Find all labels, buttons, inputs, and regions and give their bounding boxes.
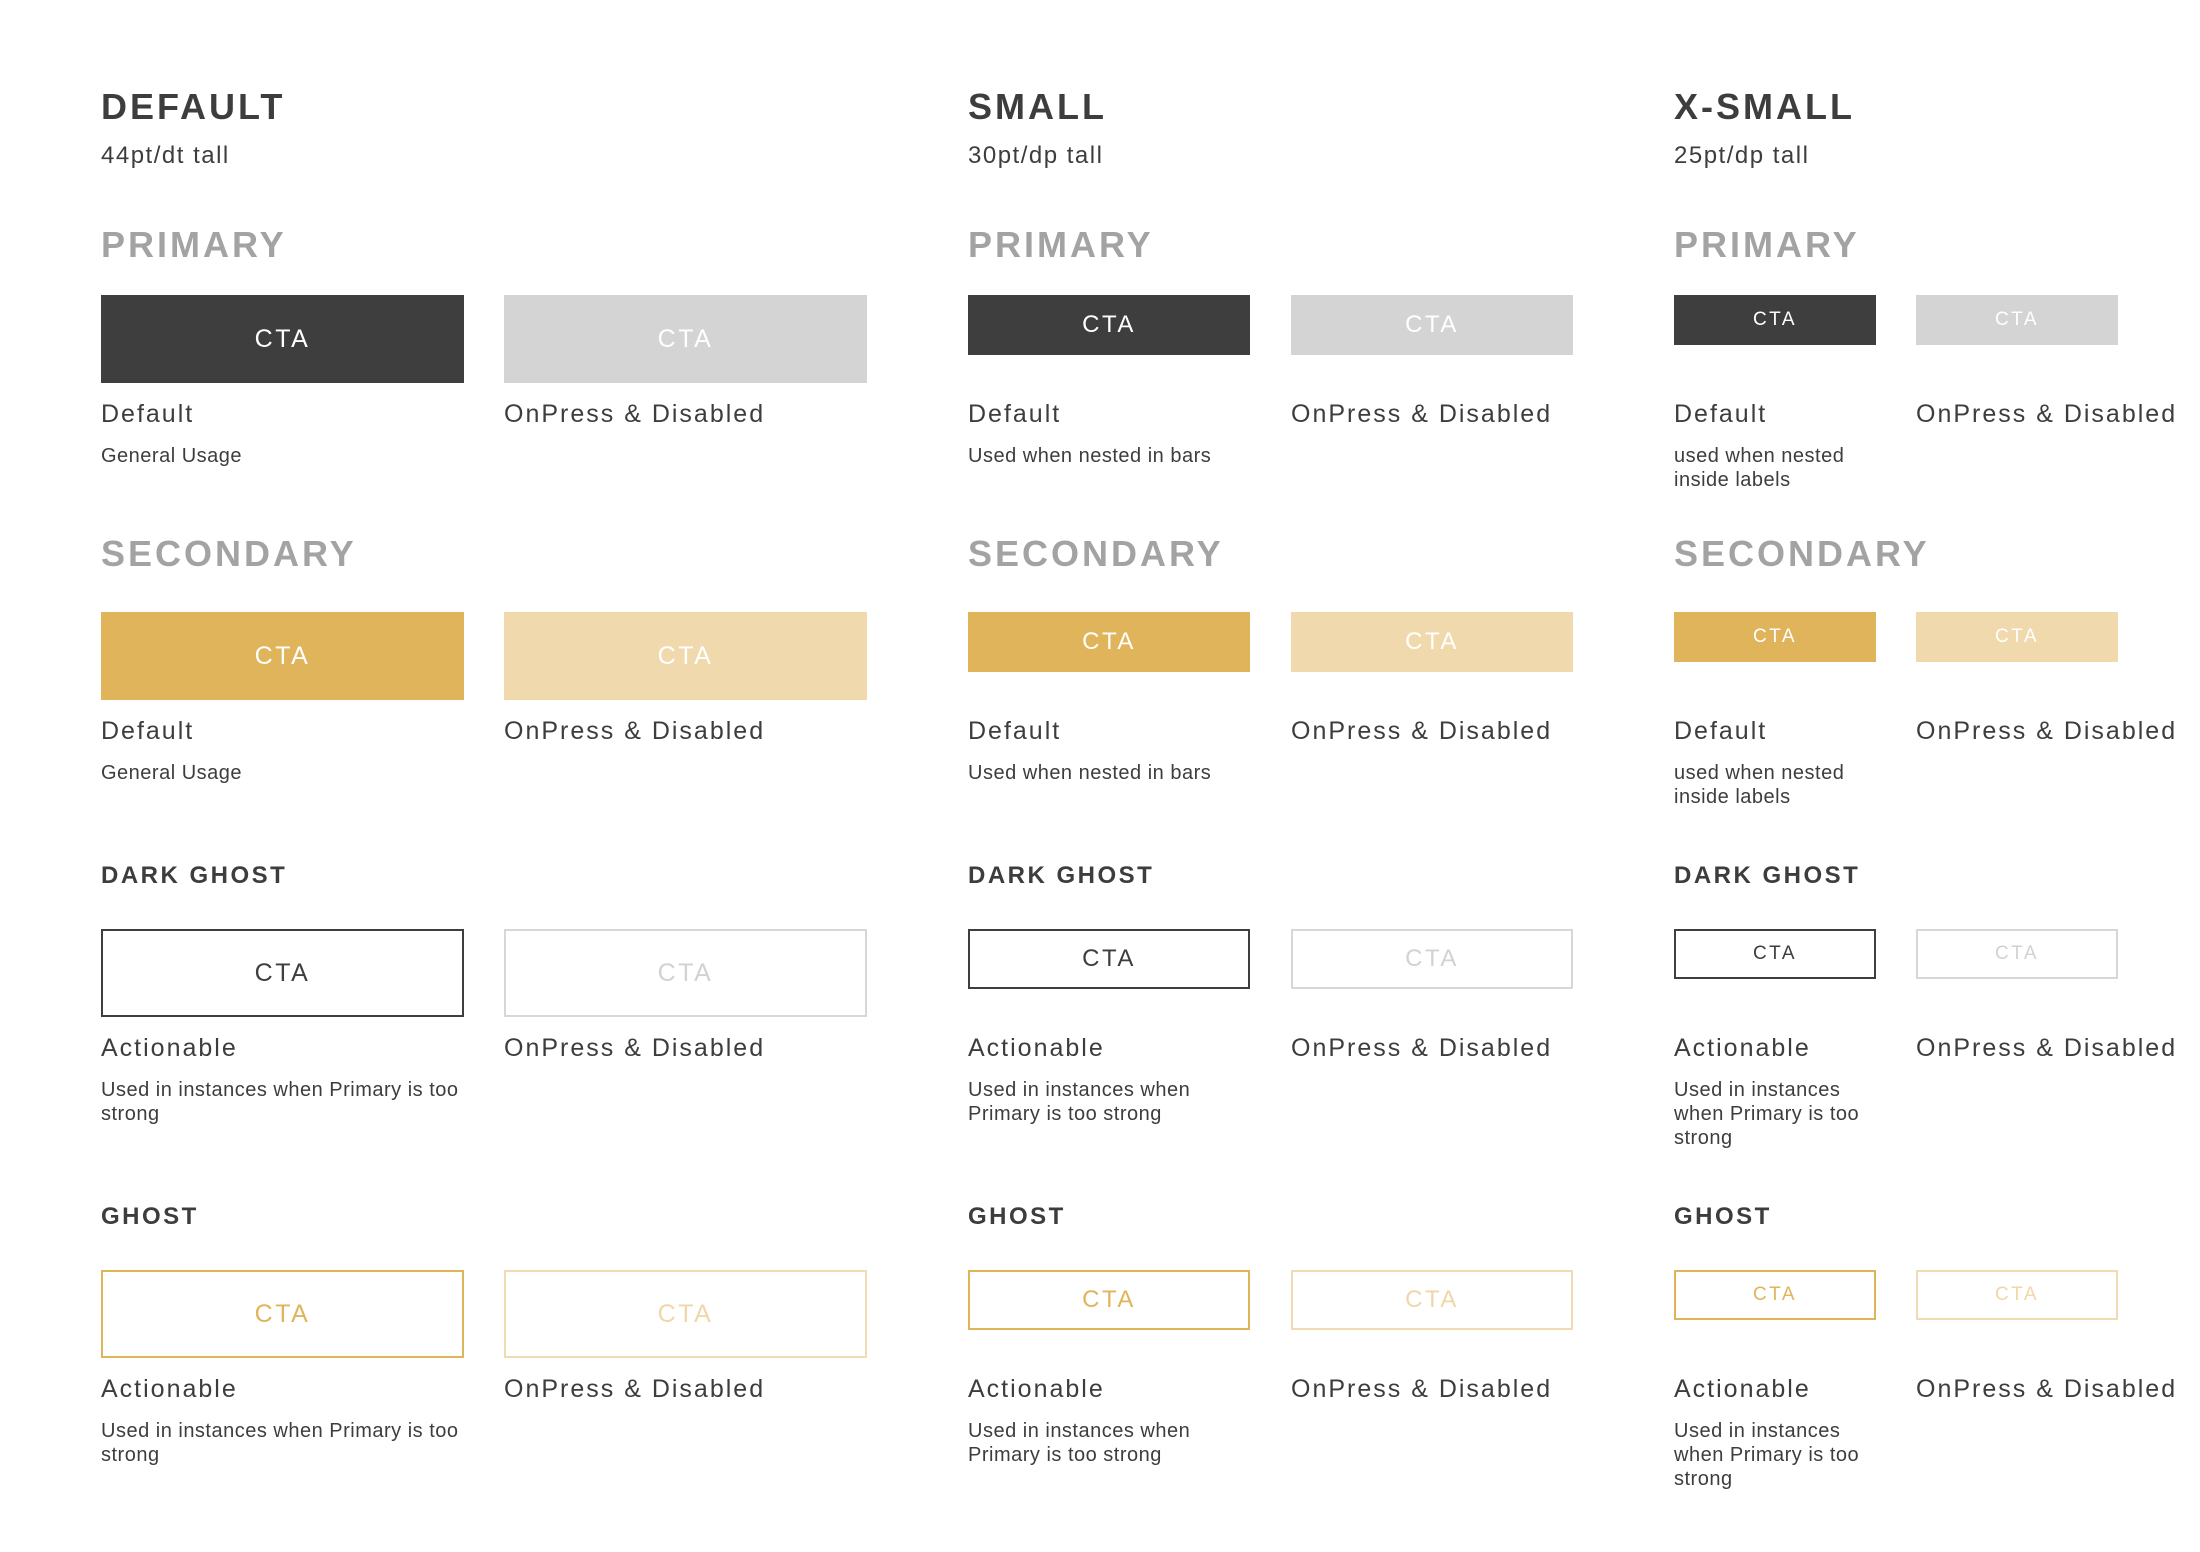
ghost-cta-disabled-button: CTA [1916, 1270, 2118, 1320]
ghost-cta-button[interactable]: CTA [1674, 1270, 1876, 1320]
primary-heading: PRIMARY [1674, 224, 1860, 265]
dark-ghost-cta-button[interactable]: CTA [1674, 929, 1876, 979]
dark-ghost-cta-disabled-button: CTA [1916, 929, 2118, 979]
state-label-disabled: OnPress & Disabled [1916, 1034, 2178, 1062]
usage-description: Used in instances when Primary is too st… [101, 1079, 459, 1125]
usage-description: used when nested inside labels [1674, 762, 1845, 808]
usage-description: Used when nested in bars [968, 445, 1212, 467]
size-title: DEFAULT [101, 86, 286, 127]
usage-description: Used in instances when Primary is too st… [968, 1420, 1191, 1466]
usage-description: Used when nested in bars [968, 762, 1212, 784]
dark-ghost-heading: DARK GHOST [968, 862, 1155, 889]
state-label-disabled: OnPress & Disabled [504, 400, 766, 428]
state-label-disabled: OnPress & Disabled [1916, 717, 2178, 745]
secondary-cta-disabled-button: CTA [1291, 612, 1573, 672]
usage-description: General Usage [101, 762, 243, 784]
primary-heading: PRIMARY [968, 224, 1154, 265]
secondary-heading: SECONDARY [968, 533, 1224, 574]
secondary-cta-disabled-button: CTA [504, 612, 867, 700]
usage-description: Used in instances when Primary is too st… [1674, 1079, 1860, 1149]
primary-heading: PRIMARY [101, 224, 287, 265]
ghost-heading: GHOST [101, 1203, 199, 1230]
dark-ghost-cta-disabled-button: CTA [1291, 929, 1573, 989]
ghost-cta-button[interactable]: CTA [968, 1270, 1250, 1330]
secondary-cta-disabled-button: CTA [1916, 612, 2118, 662]
size-title: SMALL [968, 86, 1107, 127]
dark-ghost-cta-disabled-button: CTA [504, 929, 867, 1017]
state-label-disabled: OnPress & Disabled [1916, 400, 2178, 428]
secondary-cta-button[interactable]: CTA [968, 612, 1250, 672]
dark-ghost-cta-button[interactable]: CTA [968, 929, 1250, 989]
state-label-disabled: OnPress & Disabled [504, 1375, 766, 1403]
secondary-heading: SECONDARY [101, 533, 357, 574]
state-label-actionable: Actionable [968, 1034, 1105, 1062]
state-label-disabled: OnPress & Disabled [1291, 717, 1553, 745]
dark-ghost-heading: DARK GHOST [1674, 862, 1861, 889]
ghost-heading: GHOST [968, 1203, 1066, 1230]
primary-cta-button[interactable]: CTA [1674, 295, 1876, 345]
state-label-default: Default [101, 400, 195, 428]
primary-cta-button[interactable]: CTA [101, 295, 464, 383]
dark-ghost-heading: DARK GHOST [101, 862, 288, 889]
state-label-disabled: OnPress & Disabled [1916, 1375, 2178, 1403]
state-label-disabled: OnPress & Disabled [1291, 1375, 1553, 1403]
primary-cta-button[interactable]: CTA [968, 295, 1250, 355]
secondary-cta-button[interactable]: CTA [1674, 612, 1876, 662]
state-label-default: Default [1674, 717, 1768, 745]
secondary-heading: SECONDARY [1674, 533, 1930, 574]
size-title: X-SMALL [1674, 86, 1855, 127]
state-label-disabled: OnPress & Disabled [504, 1034, 766, 1062]
size-subtitle: 44pt/dt tall [101, 142, 230, 169]
state-label-disabled: OnPress & Disabled [504, 717, 766, 745]
ghost-cta-disabled-button: CTA [504, 1270, 867, 1358]
state-label-default: Default [968, 717, 1062, 745]
size-subtitle: 25pt/dp tall [1674, 142, 1810, 169]
primary-cta-disabled-button: CTA [1291, 295, 1573, 355]
dark-ghost-cta-button[interactable]: CTA [101, 929, 464, 1017]
primary-cta-disabled-button: CTA [504, 295, 867, 383]
secondary-cta-button[interactable]: CTA [101, 612, 464, 700]
size-subtitle: 30pt/dp tall [968, 142, 1104, 169]
state-label-disabled: OnPress & Disabled [1291, 1034, 1553, 1062]
state-label-actionable: Actionable [1674, 1375, 1811, 1403]
state-label-default: Default [101, 717, 195, 745]
ghost-cta-button[interactable]: CTA [101, 1270, 464, 1358]
ghost-cta-disabled-button: CTA [1291, 1270, 1573, 1330]
usage-description: Used in instances when Primary is too st… [1674, 1420, 1860, 1490]
state-label-actionable: Actionable [101, 1375, 238, 1403]
state-label-disabled: OnPress & Disabled [1291, 400, 1553, 428]
ghost-heading: GHOST [1674, 1203, 1772, 1230]
state-label-actionable: Actionable [101, 1034, 238, 1062]
usage-description: General Usage [101, 445, 243, 467]
state-label-default: Default [968, 400, 1062, 428]
state-label-actionable: Actionable [1674, 1034, 1811, 1062]
usage-description: Used in instances when Primary is too st… [101, 1420, 459, 1466]
usage-description: used when nested inside labels [1674, 445, 1845, 491]
state-label-default: Default [1674, 400, 1768, 428]
usage-description: Used in instances when Primary is too st… [968, 1079, 1191, 1125]
state-label-actionable: Actionable [968, 1375, 1105, 1403]
primary-cta-disabled-button: CTA [1916, 295, 2118, 345]
